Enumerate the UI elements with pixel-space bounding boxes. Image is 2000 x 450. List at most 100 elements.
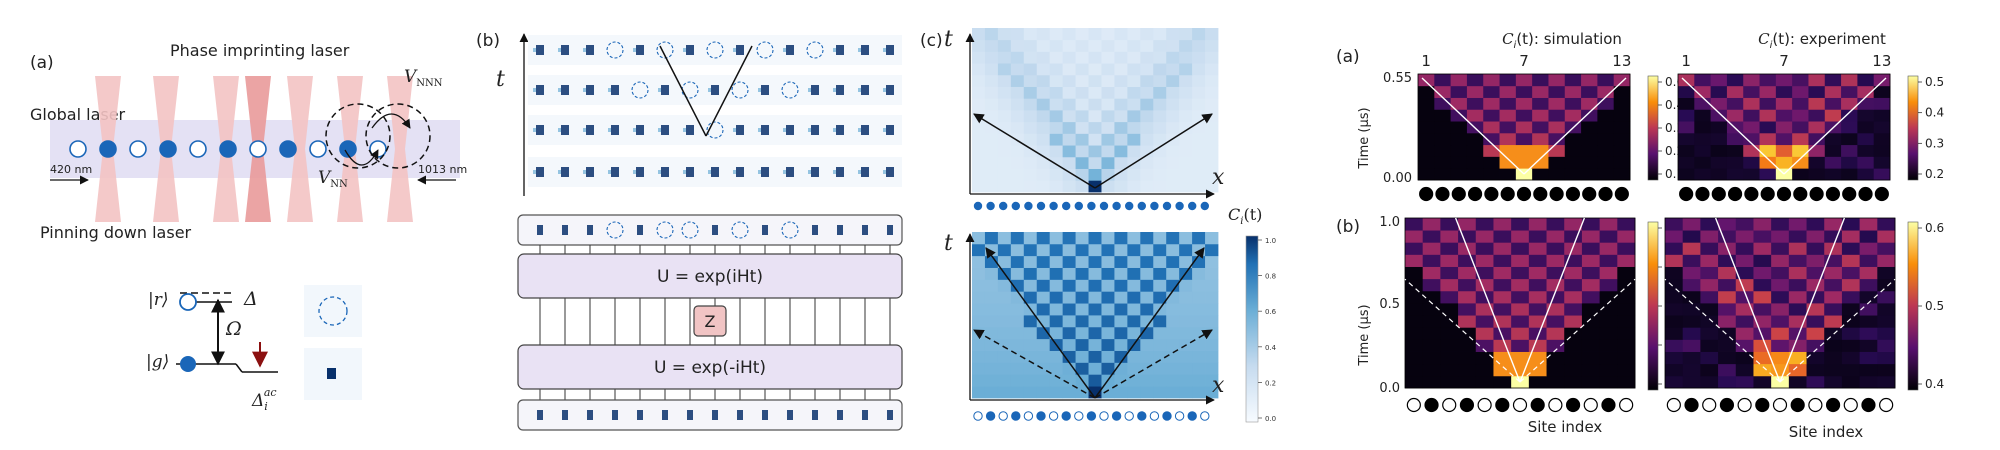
heatmap-cell xyxy=(1841,375,1861,389)
atom-signal xyxy=(862,410,868,420)
heatmap-cell xyxy=(972,291,986,304)
heatmap-cell xyxy=(1450,168,1468,181)
heatmap-cell xyxy=(1114,28,1128,41)
heatmap-cell xyxy=(1062,133,1076,146)
heatmap-cell xyxy=(1824,74,1842,87)
heatmap-cell xyxy=(1127,350,1141,363)
atom-halo xyxy=(658,88,661,92)
heatmap-cell xyxy=(1179,168,1193,181)
atom-halo xyxy=(858,88,861,92)
right-panel-b-tag: (b) xyxy=(1336,217,1360,237)
heatmap-cell xyxy=(1528,278,1547,292)
heatmap-cell xyxy=(1036,180,1051,193)
heatmap-cell xyxy=(1023,315,1038,328)
heatmap-cell xyxy=(1824,278,1843,292)
heatmap-cell xyxy=(1440,254,1459,267)
heatmap-cell xyxy=(1049,362,1064,375)
empty-site xyxy=(681,81,699,99)
heatmap-cell xyxy=(1700,266,1719,280)
heatmap-cell xyxy=(1788,230,1807,243)
heatmap-cell xyxy=(1166,350,1180,363)
heatmap-cell xyxy=(1179,374,1193,387)
heatmap-cell xyxy=(1599,363,1618,377)
heatmap-cell xyxy=(1475,339,1494,352)
heatmap-cell xyxy=(984,326,999,340)
heatmap-cell xyxy=(1718,303,1737,316)
heatmap-cell xyxy=(1205,243,1219,257)
heatmap-cell xyxy=(984,338,999,351)
heatmap-cell xyxy=(1075,303,1089,316)
heatmap-cell xyxy=(1665,218,1684,231)
heatmap-cell xyxy=(1434,121,1452,134)
heatmap-cell xyxy=(1475,315,1494,328)
site-dot-filled xyxy=(1744,186,1759,202)
heatmap-cell xyxy=(1511,327,1530,340)
heatmap-cell xyxy=(984,145,999,158)
empty-site xyxy=(656,41,674,59)
heatmap-cell xyxy=(1808,121,1826,134)
heatmap-cell xyxy=(1088,243,1102,257)
wavelength-1013-label: 1013 nm xyxy=(418,163,467,176)
heatmap-cell xyxy=(1806,242,1825,255)
heatmap-cell xyxy=(1824,85,1842,98)
heatmap-cell xyxy=(1127,74,1141,87)
heatmap-cell xyxy=(1458,230,1477,243)
atom-halo xyxy=(583,170,586,174)
heatmap-cell xyxy=(1546,363,1565,377)
b-ylabel: Time (μs) xyxy=(1357,304,1372,366)
level-diagram: |r⟩ |g⟩ Ω Δ Δiac xyxy=(146,285,362,413)
atom-filled xyxy=(1099,201,1109,211)
heatmap-cell xyxy=(1581,290,1601,304)
atom-signal xyxy=(536,125,544,135)
site-dot-filled xyxy=(1727,186,1743,202)
heatmap-cell xyxy=(1528,242,1547,255)
heatmap-cell xyxy=(1511,278,1530,292)
heatmap-cell xyxy=(1192,303,1206,316)
heatmap-cell xyxy=(972,279,986,292)
heatmap-cell xyxy=(1458,278,1477,292)
heatmap-cell xyxy=(1581,218,1601,231)
site-dot-filled xyxy=(1484,186,1499,202)
heatmap-cell xyxy=(1857,144,1875,157)
heatmap-cell xyxy=(972,133,986,146)
heatmap-cell xyxy=(1140,156,1154,169)
heatmap-cell xyxy=(1718,266,1737,280)
panel-c: (c) t x t x Ci(t) 1.00.80.60.40.20.0 xyxy=(920,27,1277,423)
site-tick-label: 1 xyxy=(1681,52,1691,70)
heatmap-cell xyxy=(1023,133,1038,146)
heatmap-cell xyxy=(1440,339,1459,352)
heatmap-cell xyxy=(1499,97,1517,110)
heatmap-cell xyxy=(1127,98,1141,111)
heatmap-cell xyxy=(1678,144,1695,157)
heatmap-cell xyxy=(1726,156,1744,169)
c-bottom-atoms xyxy=(973,411,1210,421)
atom-halo xyxy=(633,48,636,52)
heatmap-cell xyxy=(1023,232,1038,245)
heatmap-cell xyxy=(1548,144,1566,157)
heatmap-cell xyxy=(1735,327,1754,340)
heatmap-cell xyxy=(1678,168,1695,181)
heatmap-cell xyxy=(1088,350,1102,363)
heatmap-cell xyxy=(1597,85,1615,98)
heatmap-cell xyxy=(1493,303,1512,316)
heatmap-cell xyxy=(1205,86,1219,99)
site-tick-label: 13 xyxy=(1872,52,1891,70)
heatmap-cell xyxy=(1841,132,1858,146)
heatmap-cell xyxy=(1422,218,1441,231)
heatmap-cell xyxy=(1511,303,1530,316)
heatmap-cell xyxy=(1114,98,1128,111)
heatmap-cell xyxy=(1023,110,1038,123)
heatmap-cell xyxy=(1114,110,1128,123)
heatmap-cell xyxy=(1036,133,1051,146)
atom-empty xyxy=(1149,411,1160,421)
heatmap-cell xyxy=(1153,121,1167,134)
heatmap-cell xyxy=(1841,109,1858,122)
heatmap-cell xyxy=(1532,85,1549,98)
c-bot-cone-right xyxy=(1094,247,1205,399)
heatmap-cell xyxy=(1075,279,1089,292)
atom-filled xyxy=(1162,411,1172,421)
heatmap-cell xyxy=(1759,132,1777,146)
atom-signal xyxy=(886,167,894,177)
heatmap-cell xyxy=(1088,51,1102,64)
heatmap-cell xyxy=(1824,375,1843,389)
